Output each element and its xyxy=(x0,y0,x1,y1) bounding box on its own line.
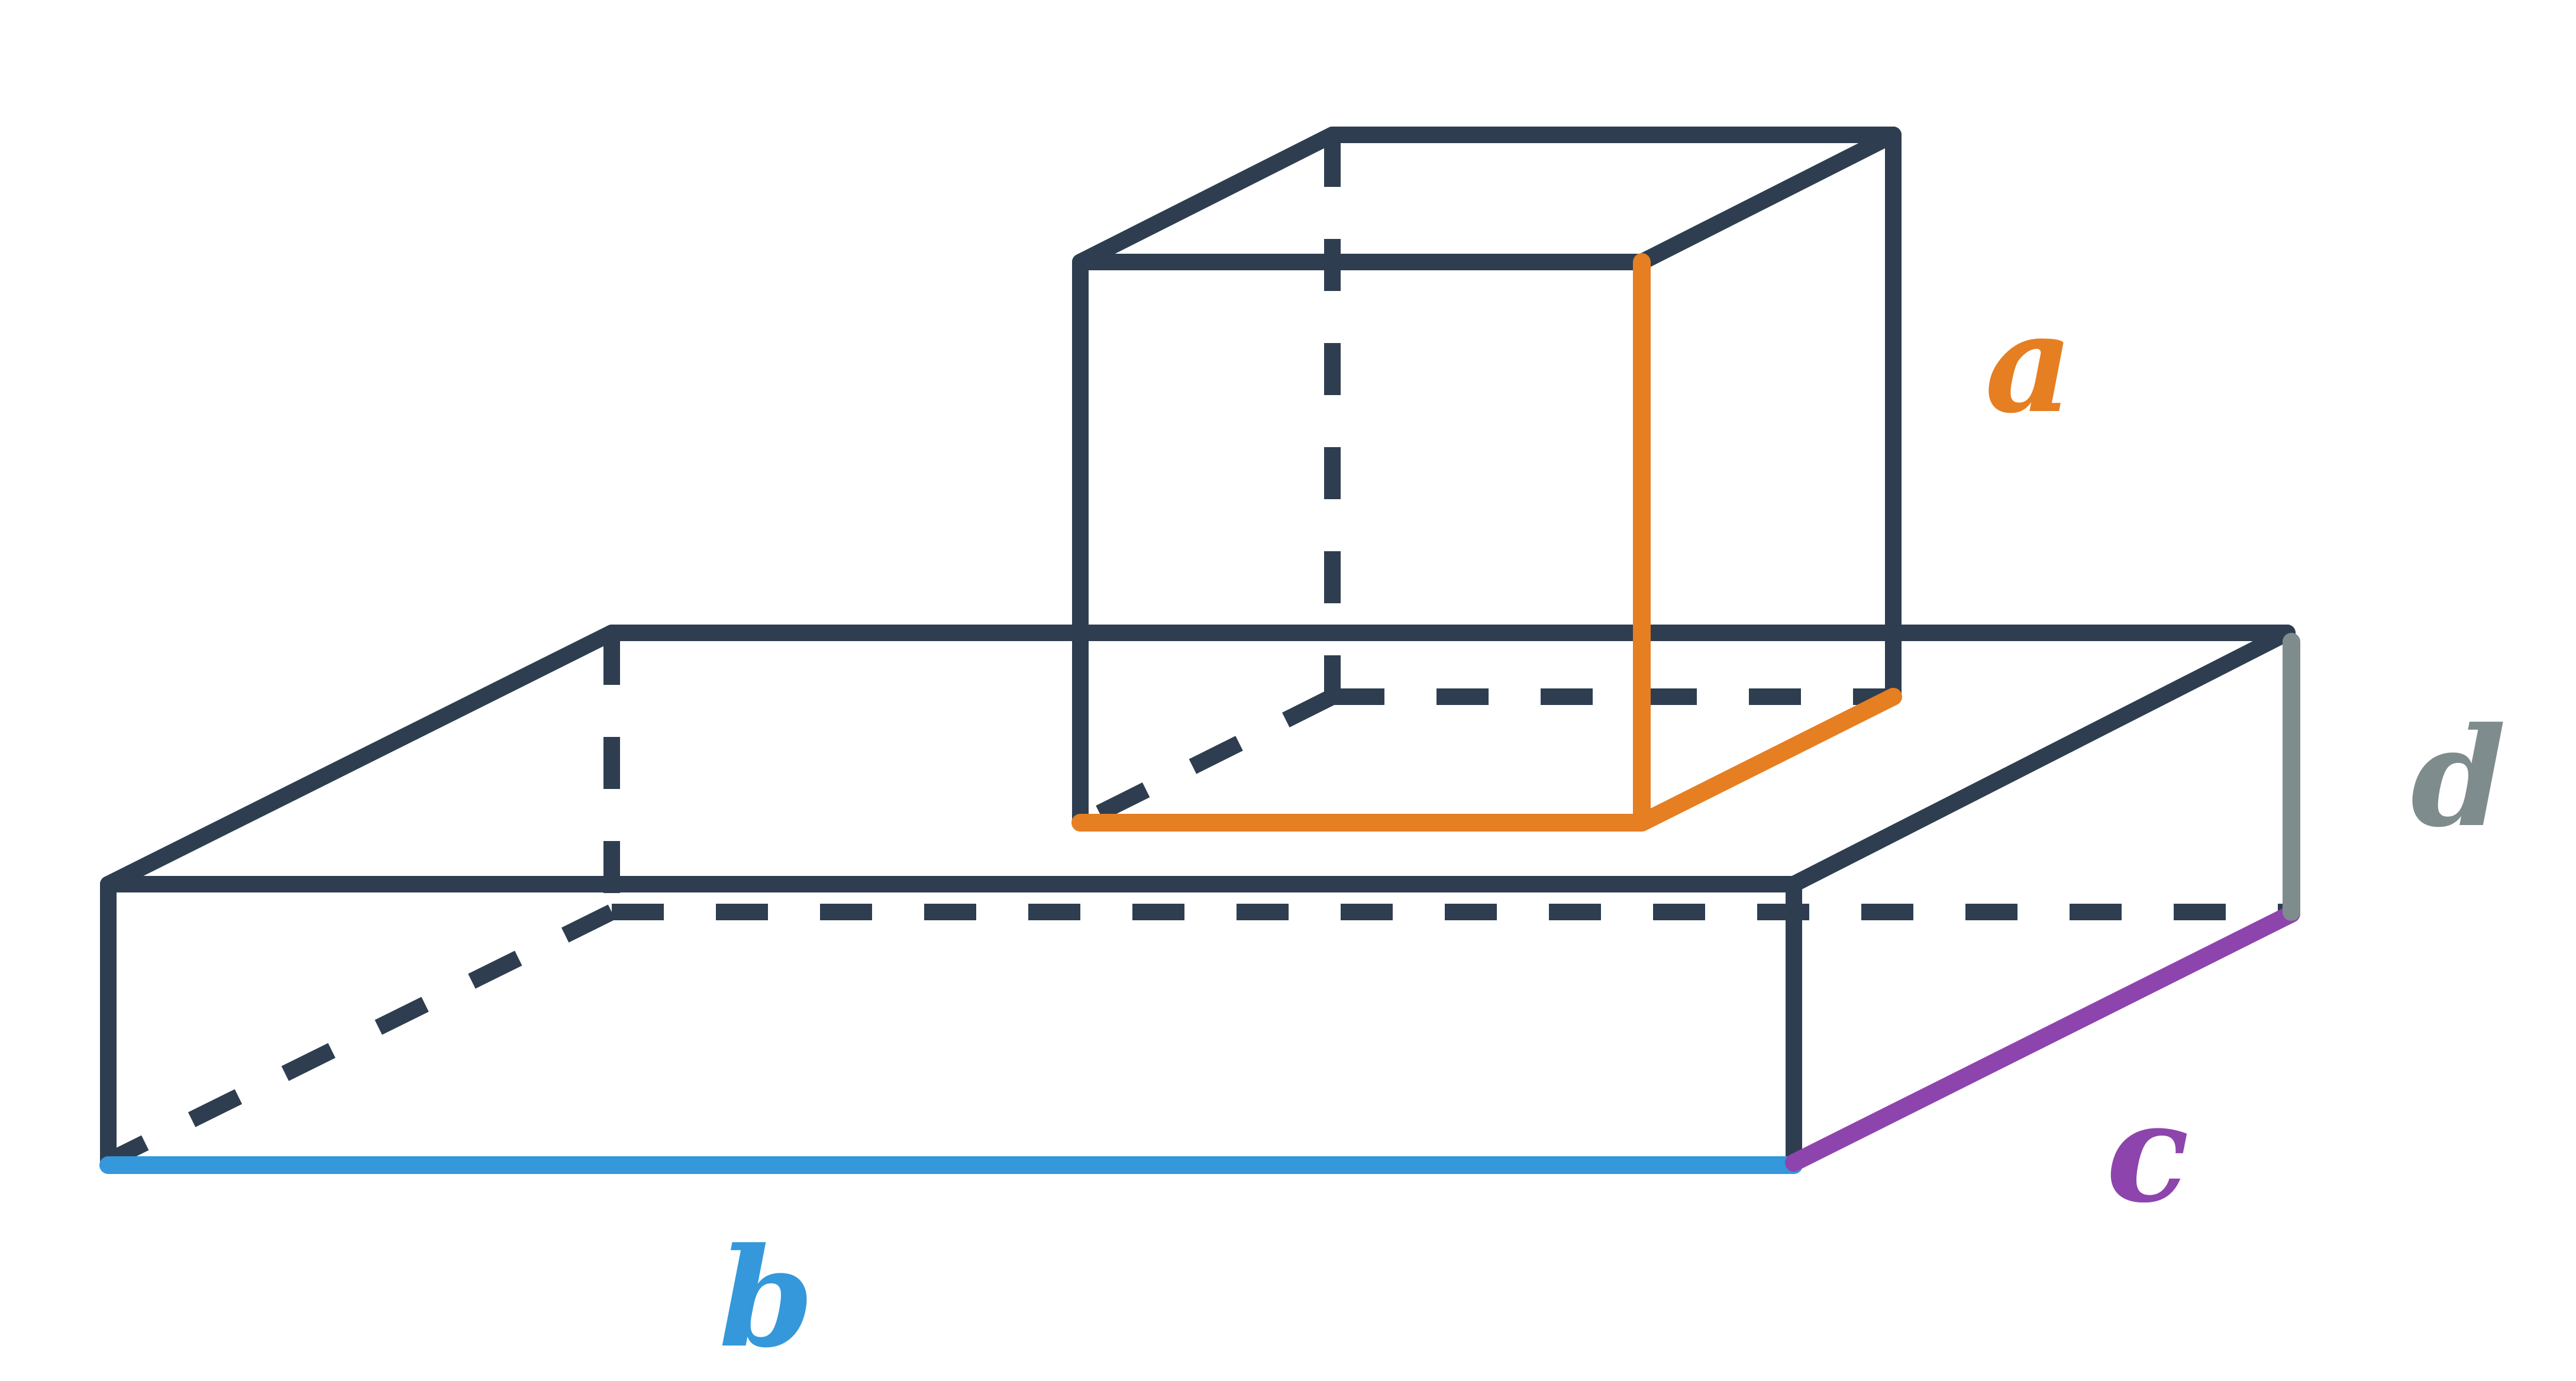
base-top-left-edge xyxy=(100,625,620,892)
label-d: d xyxy=(2411,698,2506,858)
label-c: c xyxy=(2106,1073,2189,1233)
cube-top-left-edge xyxy=(1072,127,1341,270)
edge-a-highlight xyxy=(1071,253,1902,832)
edge-c-highlight xyxy=(1785,905,2300,1172)
base-top-right-edge xyxy=(1786,625,2296,892)
cube-hidden-left-depth-edge xyxy=(1076,689,1337,830)
label-a: a xyxy=(1985,284,2073,444)
top-cube xyxy=(1072,127,1902,831)
cube-top-right-edge xyxy=(1634,127,1902,270)
measurement-edges xyxy=(99,253,2300,1174)
base-hidden-left-depth-edge xyxy=(104,904,616,1169)
label-b: b xyxy=(719,1218,814,1378)
base-prism xyxy=(100,625,2296,1169)
